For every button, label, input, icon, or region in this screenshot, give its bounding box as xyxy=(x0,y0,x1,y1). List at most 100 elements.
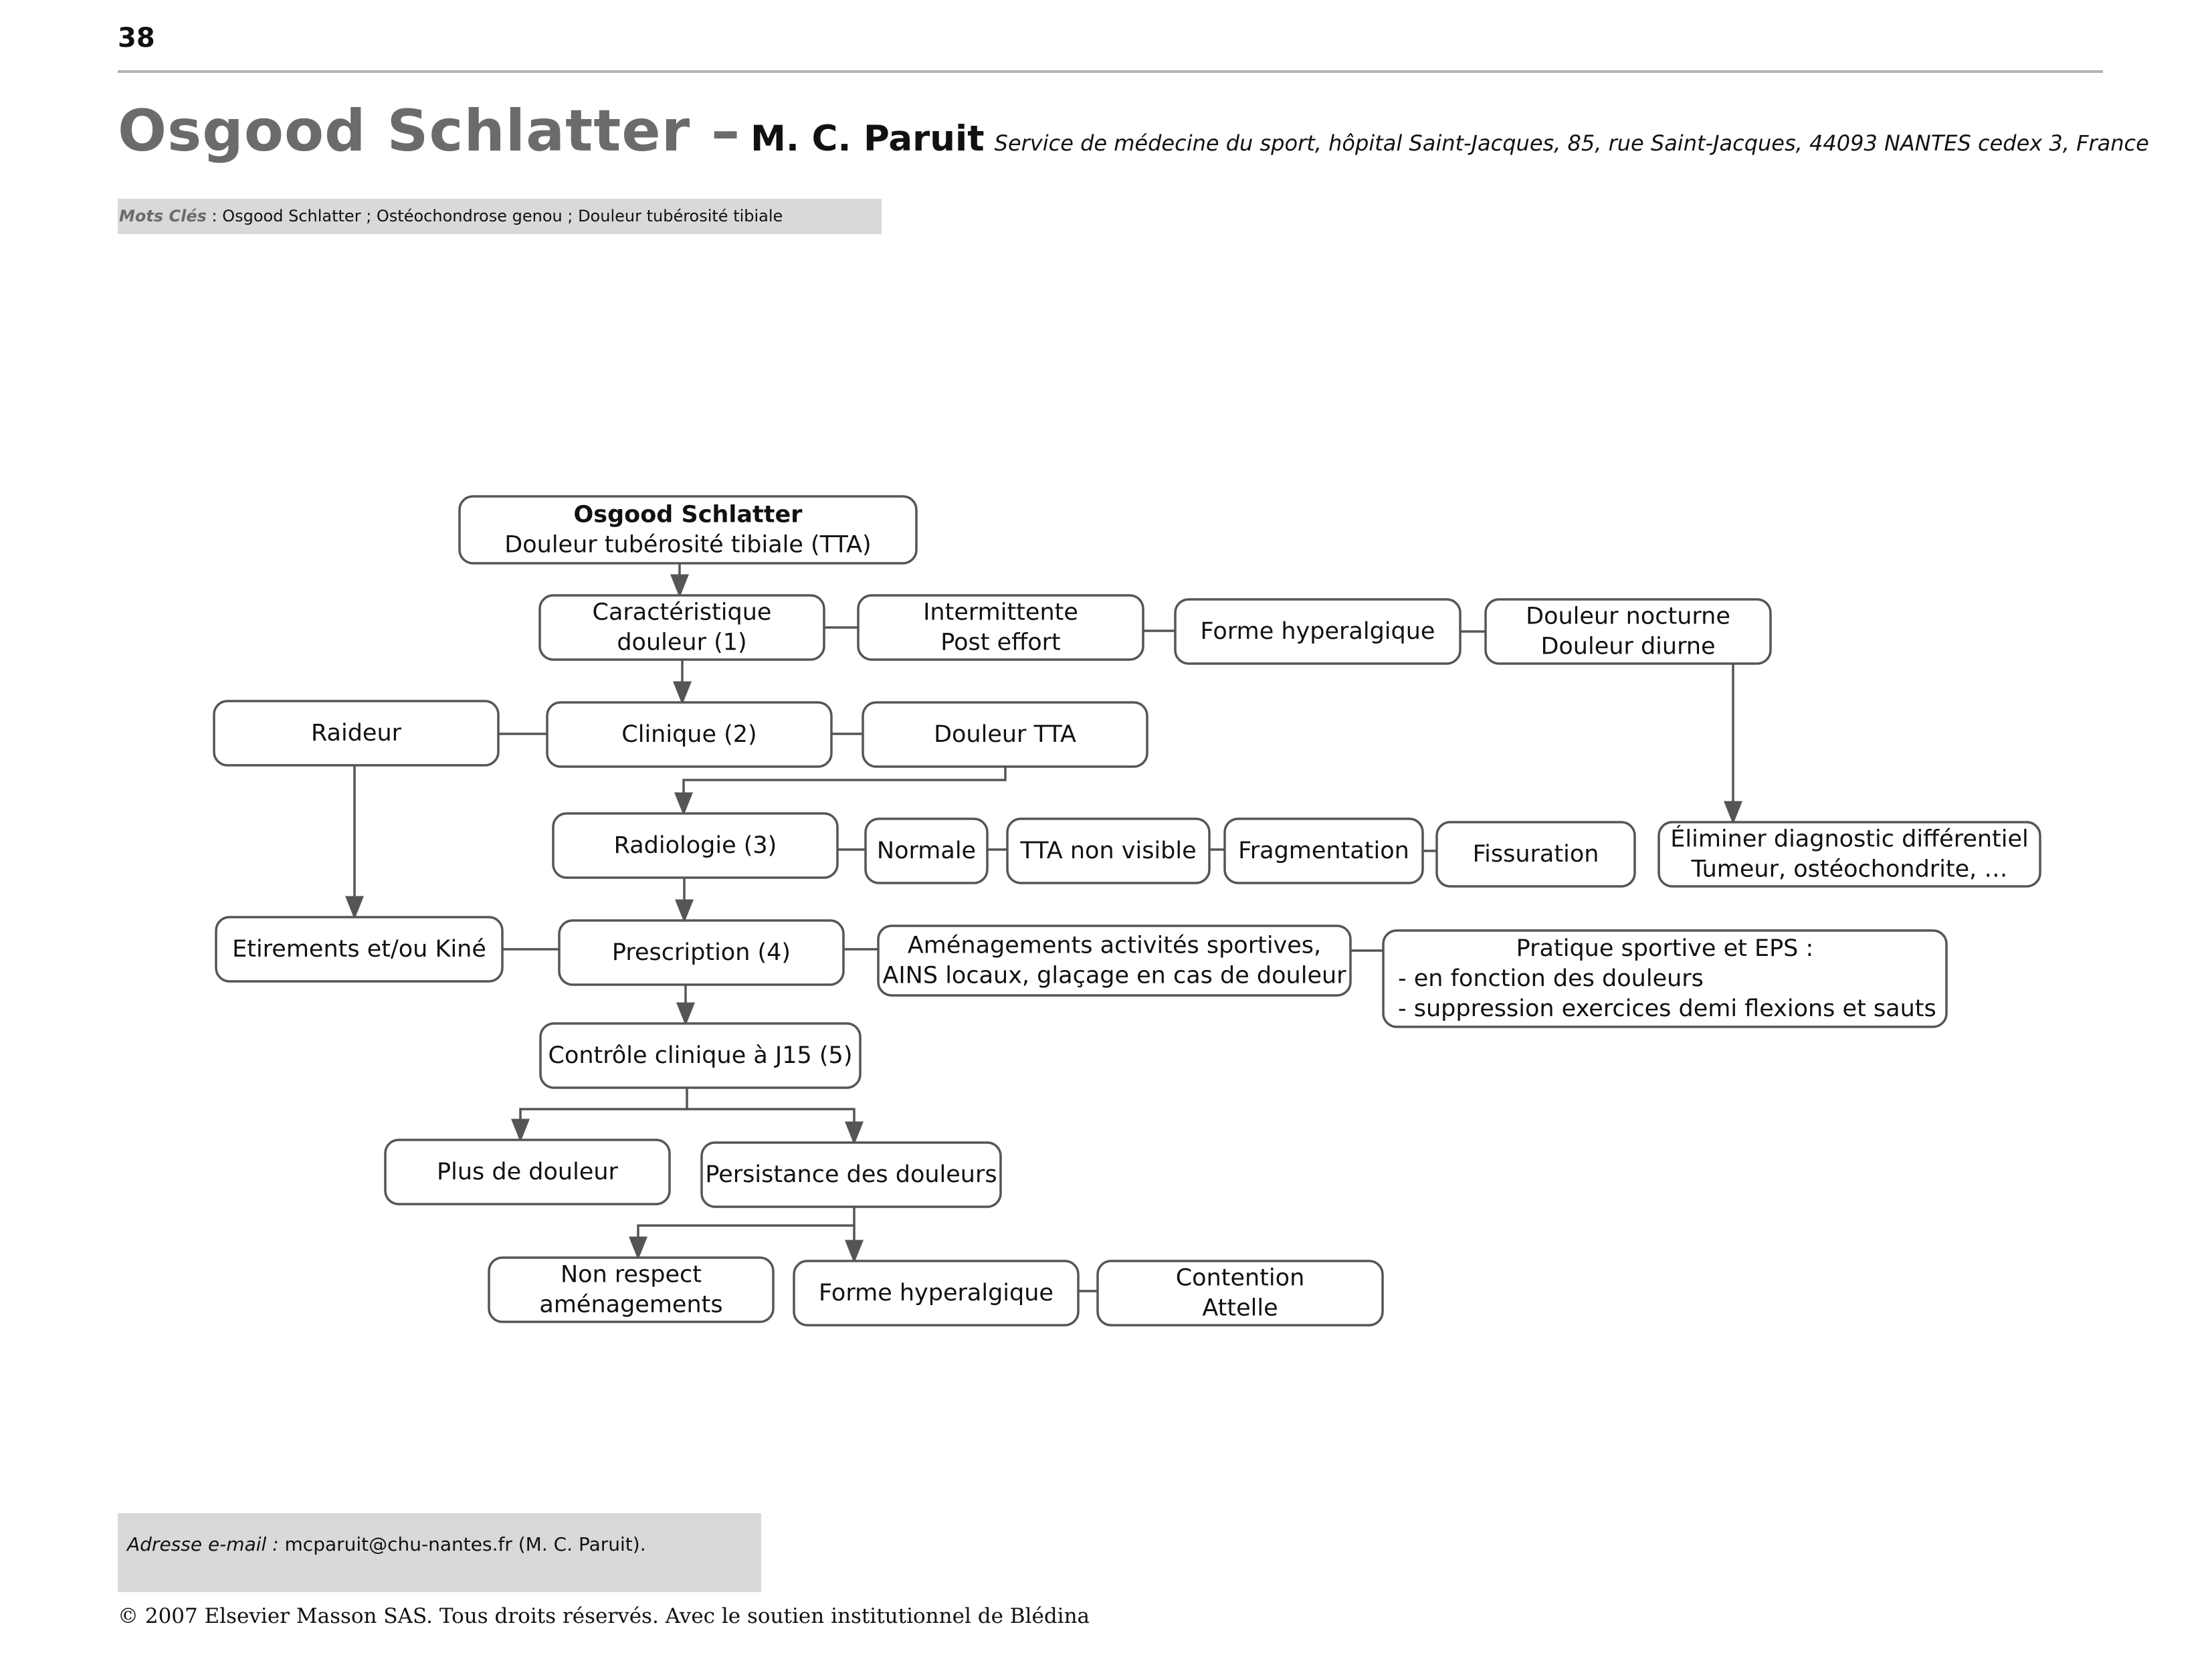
node-forme-hyper-1: Forme hyperalgique xyxy=(1174,598,1462,665)
node-box xyxy=(862,701,1148,768)
node-fissuration: Fissuration xyxy=(1435,821,1636,888)
node-label: Prescription (4) xyxy=(612,939,791,966)
node-radiologie: Radiologie (3) xyxy=(552,812,839,879)
article-title: Osgood Schlatter – xyxy=(118,98,741,165)
node-label: Radiologie (3) xyxy=(614,832,777,859)
node-douleur-tta: Douleur TTA xyxy=(862,701,1148,768)
node-label: Fragmentation xyxy=(1238,838,1409,864)
node-label: Post effort xyxy=(940,629,1061,656)
keywords-text: : Osgood Schlatter ; Ostéochondrose geno… xyxy=(206,207,783,225)
node-tta-non-visible: TTA non visible xyxy=(1006,817,1211,884)
node-box xyxy=(384,1139,671,1205)
node-box xyxy=(1484,598,1772,665)
node-box xyxy=(1435,821,1636,888)
node-controle: Contrôle clinique à J15 (5) xyxy=(539,1022,862,1089)
node-box xyxy=(488,1256,775,1323)
node-normale: Normale xyxy=(864,817,989,884)
node-label: AINS locaux, glaçage en cas de douleur xyxy=(882,963,1346,989)
article-header: Osgood Schlatter – M. C. Paruit Service … xyxy=(118,98,2149,165)
keywords-panel: Mots Clés : Osgood Schlatter ; Ostéochon… xyxy=(118,199,882,234)
node-box xyxy=(552,812,839,879)
header-rule xyxy=(118,70,2103,73)
node-eliminer: Éliminer diagnostic différentielTumeur, … xyxy=(1657,821,2041,888)
node-label: Douleur nocturne xyxy=(1526,603,1730,630)
node-box xyxy=(1096,1260,1384,1327)
node-label: douleur (1) xyxy=(617,629,746,656)
node-label: Intermittente xyxy=(923,599,1078,626)
node-label: Tumeur, ostéochondrite, … xyxy=(1691,856,2008,883)
node-label: Douleur TTA xyxy=(934,721,1076,748)
node-box xyxy=(458,495,918,565)
node-box xyxy=(1657,821,2041,888)
node-label: Pratique sportive et EPS : xyxy=(1516,935,1814,962)
node-caract: Caractéristique douleur (1) xyxy=(538,594,825,661)
author-name: M. C. Paruit xyxy=(750,118,985,159)
email-label: Adresse e-mail : xyxy=(127,1533,279,1555)
node-label: Fissuration xyxy=(1473,841,1599,868)
node-label: Plus de douleur xyxy=(437,1159,619,1185)
copyright-notice: © 2007 Elsevier Masson SAS. Tous droits … xyxy=(118,1604,1090,1628)
node-clinique: Clinique (2) xyxy=(546,701,833,768)
author-affiliation: Service de médecine du sport, hôpital Sa… xyxy=(994,130,2149,156)
node-box xyxy=(700,1141,1002,1208)
node-box xyxy=(864,817,989,884)
node-amenagements: Aménagements activités sportives, AINS lo… xyxy=(877,924,1352,997)
email-text: mcparuit@chu-nantes.fr (M. C. Paruit). xyxy=(278,1533,646,1555)
node-box xyxy=(1174,598,1462,665)
node-label: Etirements et/ou Kiné xyxy=(232,936,486,963)
node-label: Éliminer diagnostic différentiel xyxy=(1670,825,2029,853)
keywords-label: Mots Clés xyxy=(119,207,207,225)
node-label: aménagements xyxy=(539,1292,722,1319)
node-label: - en fonction des douleurs xyxy=(1398,965,1704,992)
node-box xyxy=(558,919,845,986)
node-box xyxy=(857,594,1144,661)
node-label: Douleur tubérosité tibiale (TTA) xyxy=(504,532,871,559)
node-persistance: Persistance des douleurs xyxy=(700,1141,1002,1208)
node-etirements: Etirements et/ou Kiné xyxy=(215,916,504,983)
arrow-controle-to-plus-douleur xyxy=(511,1088,688,1143)
email-panel: Adresse e-mail : mcparuit@chu-nantes.fr … xyxy=(118,1513,761,1592)
node-label: Osgood Schlatter xyxy=(574,502,803,528)
node-label: Contention xyxy=(1176,1265,1305,1292)
node-label: Normale xyxy=(877,838,976,864)
node-pratique: Pratique sportive et EPS : - en fonction … xyxy=(1382,929,1948,1028)
node-label: Douleur diurne xyxy=(1540,633,1715,660)
node-box xyxy=(1382,929,1948,1028)
node-label: Aménagements activités sportives, xyxy=(908,933,1321,959)
node-box xyxy=(538,594,825,661)
node-label: Caractéristique xyxy=(593,599,772,626)
arrow-controle-to-persistance xyxy=(687,1108,864,1145)
node-box xyxy=(539,1022,862,1089)
arrow-persistance-to-non-respect xyxy=(629,1207,856,1260)
node-box xyxy=(877,924,1352,997)
flowchart-connectors xyxy=(345,563,1742,1292)
node-box xyxy=(1006,817,1211,884)
arrow-douleur-tta-to-radiologie xyxy=(674,767,1007,816)
node-box xyxy=(215,916,504,983)
node-label: - suppression exercices demi flexions et… xyxy=(1398,995,1936,1022)
node-plus-douleur: Plus de douleur xyxy=(384,1139,671,1205)
node-box xyxy=(793,1260,1080,1327)
page-number: 38 xyxy=(118,23,155,54)
node-raideur: Raideur xyxy=(213,700,500,767)
node-label: TTA non visible xyxy=(1019,838,1196,864)
node-label: Attelle xyxy=(1202,1295,1278,1322)
node-box xyxy=(1223,817,1424,884)
node-label: Contrôle clinique à J15 (5) xyxy=(548,1042,853,1069)
node-label: Raideur xyxy=(311,720,402,747)
node-label: Forme hyperalgique xyxy=(1201,618,1435,645)
node-label: Clinique (2) xyxy=(621,721,757,748)
node-label: Forme hyperalgique xyxy=(819,1280,1053,1306)
node-label: Non respect xyxy=(561,1262,702,1288)
node-forme-hyper-2: Forme hyperalgique xyxy=(793,1260,1080,1327)
node-box xyxy=(546,701,833,768)
node-non-respect: Non respect aménagements xyxy=(488,1256,775,1323)
node-fragmentation: Fragmentation xyxy=(1223,817,1424,884)
node-prescription: Prescription (4) xyxy=(558,919,845,986)
node-box xyxy=(213,700,500,767)
